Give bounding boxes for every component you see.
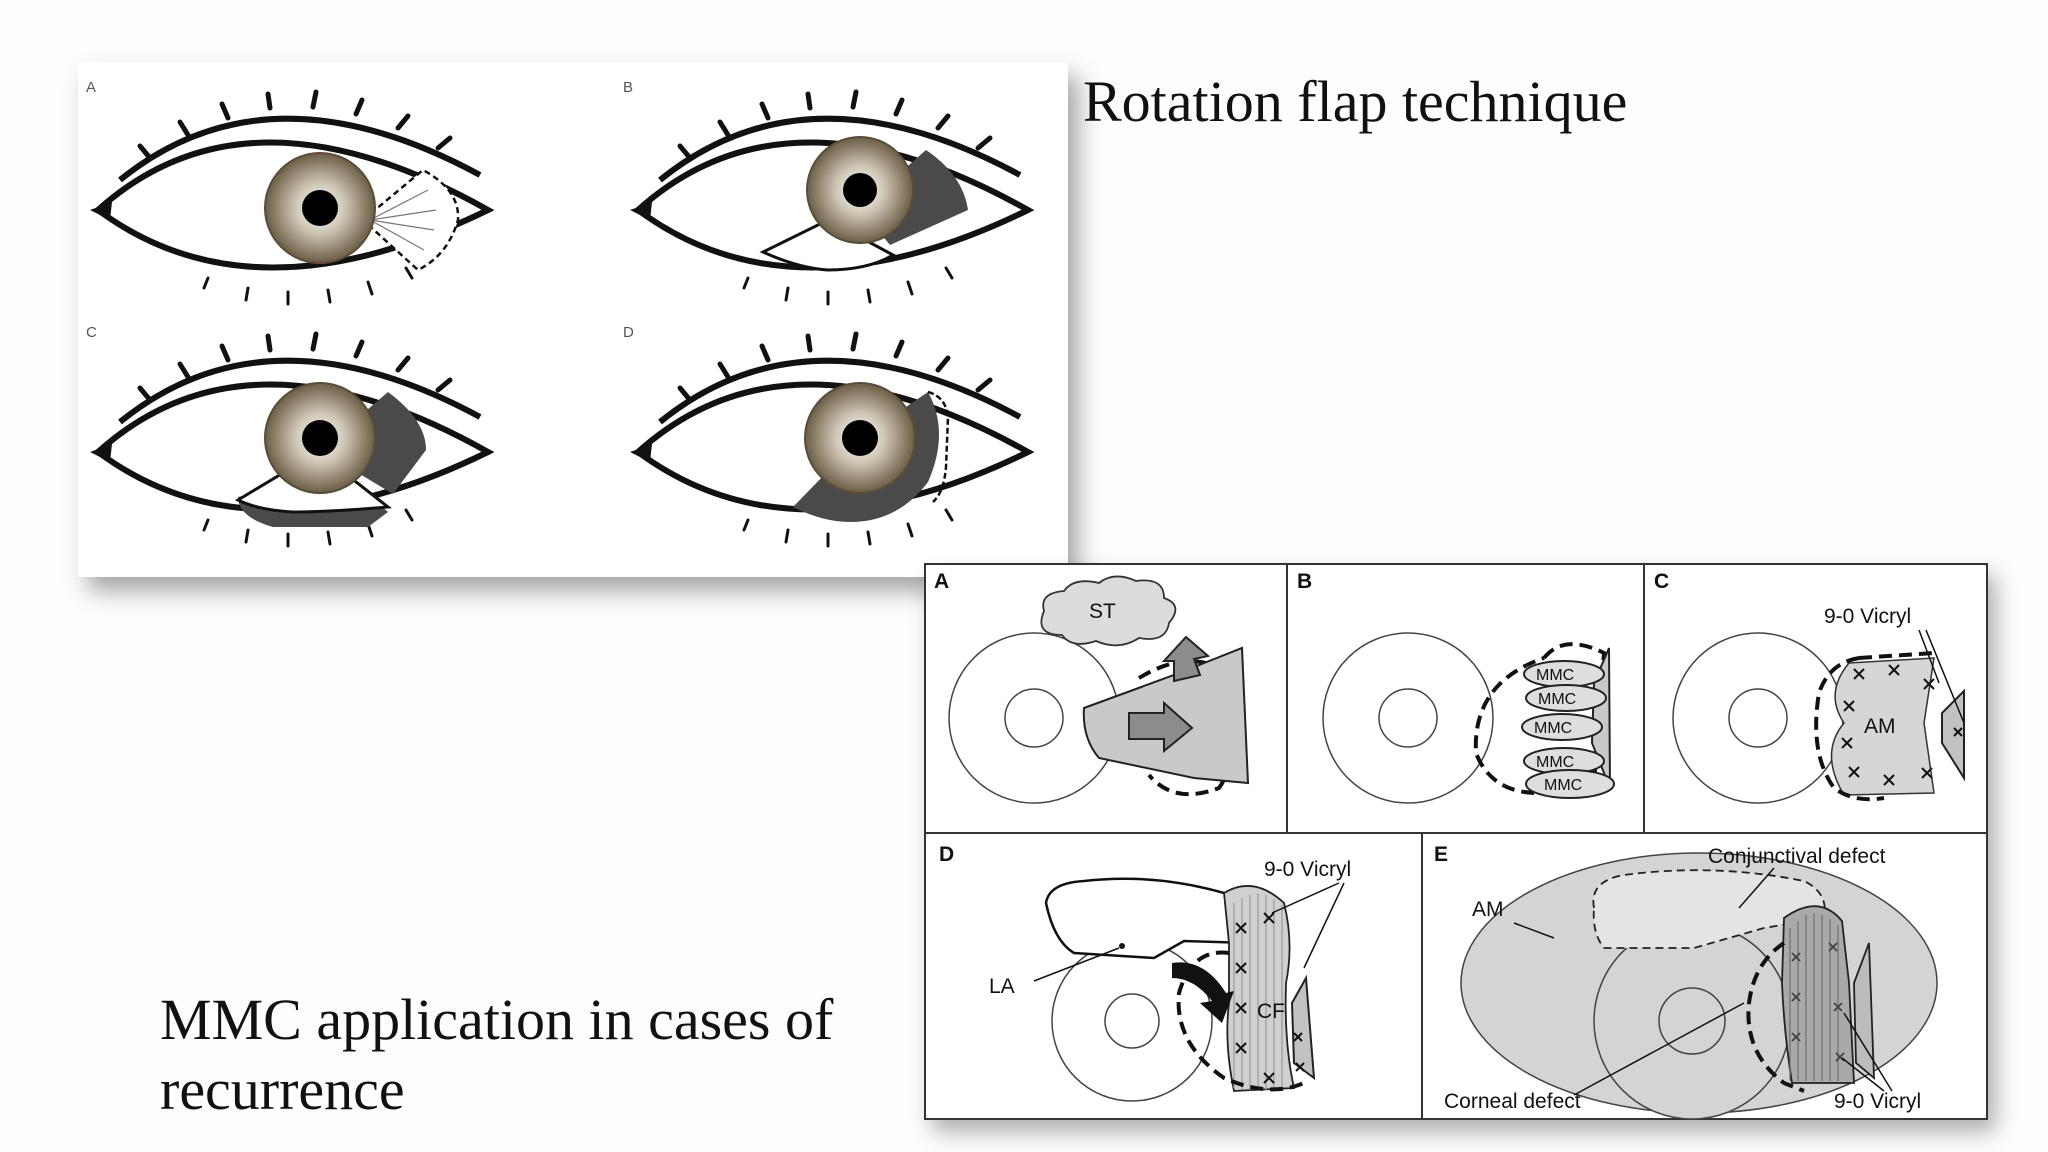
eye-a	[90, 92, 488, 304]
svg-text:LA: LA	[989, 975, 1015, 998]
slide-caption: MMC application in cases of recurrence	[160, 985, 833, 1125]
svg-text:AM: AM	[1472, 898, 1504, 921]
svg-text:D: D	[939, 843, 954, 866]
svg-text:AM: AM	[1864, 715, 1896, 738]
eye-c	[90, 334, 488, 546]
svg-text:9-0 Vicryl: 9-0 Vicryl	[1264, 858, 1351, 881]
svg-text:Conjunctival defect: Conjunctival defect	[1708, 845, 1886, 868]
eye-label-c: C	[86, 324, 97, 341]
svg-text:ST: ST	[1089, 600, 1116, 623]
svg-text:MMC: MMC	[1534, 720, 1572, 737]
svg-text:9-0 Vicryl: 9-0 Vicryl	[1834, 1090, 1921, 1113]
eye-label-b: B	[623, 79, 633, 96]
caption-line-2: recurrence	[160, 1057, 405, 1122]
svg-text:MMC: MMC	[1536, 667, 1574, 684]
svg-text:MMC: MMC	[1536, 754, 1574, 771]
mmc-figure: A ST B MMC MMC MMC M	[924, 563, 1988, 1120]
eye-d	[630, 334, 1028, 546]
caption-line-1: MMC application in cases of	[160, 987, 834, 1052]
eye-label-d: D	[623, 324, 634, 341]
slide-title: Rotation flap technique	[1083, 69, 1628, 134]
svg-text:CF: CF	[1257, 1000, 1285, 1023]
svg-text:Corneal defect: Corneal defect	[1444, 1090, 1581, 1113]
mmc-svg: A ST B MMC MMC MMC M	[924, 563, 1988, 1120]
svg-text:A: A	[934, 570, 949, 593]
mmc-panel-a: A ST	[934, 570, 1250, 804]
eye-b	[630, 92, 1028, 304]
mmc-panel-d: D	[939, 843, 1351, 1102]
mmc-panel-b: B MMC MMC MMC MMC MMC	[1297, 570, 1615, 804]
svg-text:9-0 Vicryl: 9-0 Vicryl	[1824, 605, 1911, 628]
rotation-flap-svg: A B C D	[86, 79, 1068, 577]
svg-text:C: C	[1654, 570, 1669, 593]
mmc-panel-e: E	[1434, 843, 1938, 1120]
mmc-panel-c: C AM 9-0 Vicryl	[1654, 570, 1965, 804]
svg-text:B: B	[1297, 570, 1312, 593]
svg-text:MMC: MMC	[1538, 691, 1576, 708]
rotation-flap-figure: A B C D	[78, 62, 1068, 577]
svg-text:MMC: MMC	[1544, 777, 1582, 794]
svg-text:E: E	[1434, 843, 1448, 866]
eye-label-a: A	[86, 79, 96, 96]
